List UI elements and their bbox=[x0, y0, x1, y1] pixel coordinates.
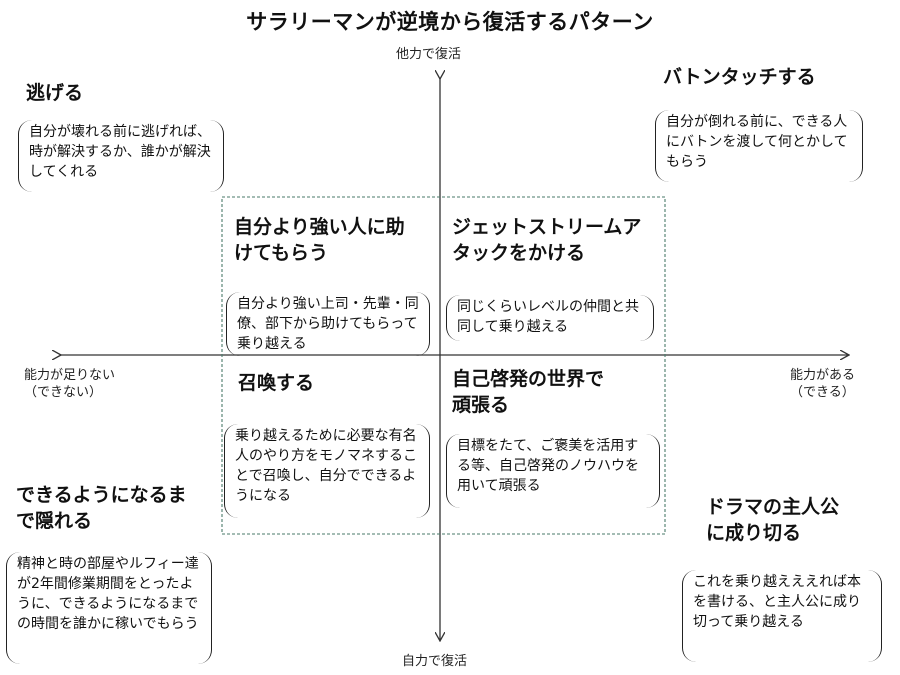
outer-top-right-desc: 自分が倒れる前に、できる人にバトンを渡して何とかしてもらう bbox=[655, 110, 863, 182]
outer-bottom-left-desc: 精神と時の部屋やルフィー達が2年間修業期間をとったように、できるようになるまでの… bbox=[6, 552, 212, 664]
outer-bottom-left-heading-line1: できるようになるま bbox=[16, 484, 187, 506]
axis-label-top: 他力で復活 bbox=[396, 47, 462, 62]
outer-bottom-right-desc: これを乗り越えええれば本を書ける、と主人公に成り切って乗り越える bbox=[682, 570, 882, 662]
axis-label-left-line2: （できない） bbox=[24, 385, 103, 400]
inner-top-right-heading: ジェットストリームア タックをかける bbox=[452, 214, 641, 266]
inner-top-right-desc: 同じくらいレベルの仲間と共同して乗り越える bbox=[446, 295, 654, 341]
outer-bottom-right-heading-line2: に成り切る bbox=[706, 522, 802, 544]
inner-top-left-desc: 自分より強い上司・先輩・同僚、部下から助けてもらって乗り越える bbox=[226, 292, 430, 356]
axis-label-bottom: 自力で復活 bbox=[402, 654, 468, 669]
inner-bottom-left-heading: 召喚する bbox=[238, 372, 315, 394]
inner-bottom-left-desc: 乗り越えるために必要な有名人のやり方をモノマネすることで召喚し、自分でできるよう… bbox=[224, 424, 430, 518]
inner-top-right-heading-line2: タックをかける bbox=[452, 242, 586, 264]
axis-label-left: 能力が足りない （できない） bbox=[24, 367, 115, 401]
inner-frame bbox=[221, 196, 666, 535]
axis-label-right-line1: 能力がある bbox=[790, 368, 856, 383]
outer-bottom-right-heading-line1: ドラマの主人公 bbox=[706, 496, 840, 518]
outer-top-left-desc: 自分が壊れる前に逃げれば、時が解決するか、誰かが解決してくれる bbox=[18, 120, 224, 192]
inner-top-left-heading: 自分より強い人に助 けてもらう bbox=[234, 214, 405, 266]
outer-top-right-heading: バトンタッチする bbox=[663, 66, 816, 88]
outer-top-left-heading: 逃げる bbox=[26, 82, 84, 104]
axis-label-right: 能力がある （できる） bbox=[790, 367, 855, 401]
axis-label-right-line2: （できる） bbox=[790, 385, 855, 400]
inner-top-left-heading-line1: 自分より強い人に助 bbox=[234, 216, 405, 238]
outer-bottom-left-heading-line2: で隠れる bbox=[16, 510, 93, 532]
outer-bottom-left-heading: できるようになるま で隠れる bbox=[16, 482, 187, 534]
inner-bottom-right-heading-line1: 自己啓発の世界で bbox=[452, 368, 605, 390]
inner-bottom-right-heading: 自己啓発の世界で 頑張る bbox=[452, 366, 604, 418]
inner-bottom-right-heading-line2: 頑張る bbox=[452, 394, 510, 416]
diagram-title: サラリーマンが逆境から復活するパターン bbox=[246, 10, 654, 34]
inner-bottom-right-desc: 目標をたて、ご褒美を活用する等、自己啓発のノウハウを用いて頑張る bbox=[446, 434, 660, 508]
inner-top-right-heading-line1: ジェットストリームア bbox=[452, 216, 642, 238]
axis-label-left-line1: 能力が足りない bbox=[24, 368, 116, 383]
outer-bottom-right-heading: ドラマの主人公 に成り切る bbox=[706, 494, 839, 546]
inner-top-left-heading-line2: けてもらう bbox=[234, 242, 329, 264]
